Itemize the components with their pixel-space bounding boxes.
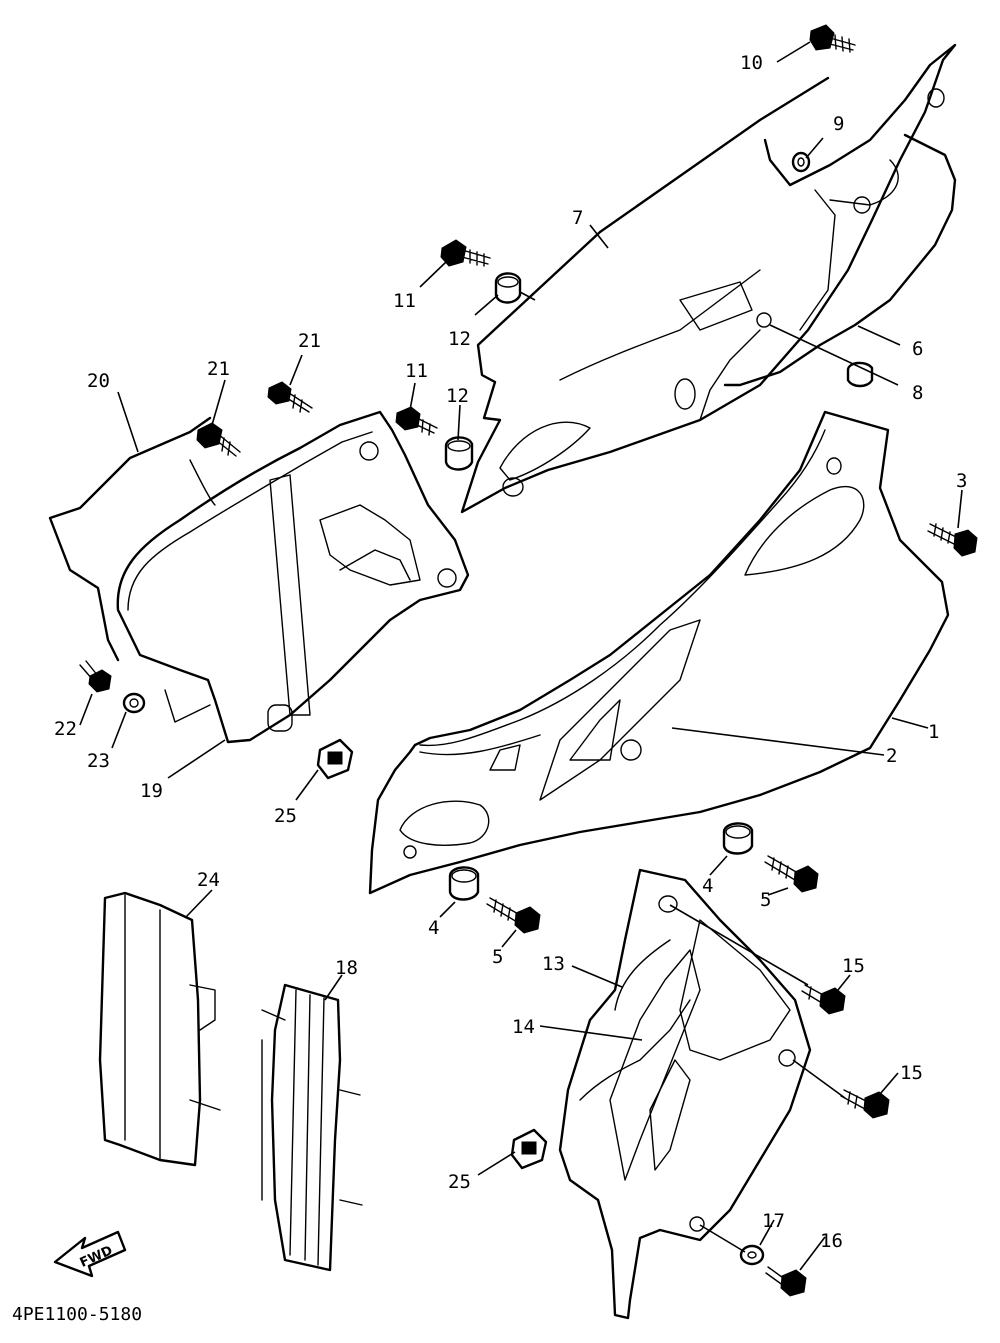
collar-part-9-icon (791, 151, 811, 173)
callout-25-upper: 25 (274, 805, 297, 827)
bolt-part-15-upper-icon (801, 984, 846, 1015)
callout-22: 22 (54, 718, 77, 740)
callout-9: 9 (833, 113, 844, 135)
graphic-part-14 (609, 949, 701, 1181)
callout-3: 3 (956, 470, 967, 492)
callout-2: 2 (886, 745, 897, 767)
bolt-part-5-right-icon (764, 855, 819, 893)
bolt-part-11-lower-icon (395, 406, 438, 436)
callout-1: 1 (928, 721, 939, 743)
bolt-part-5-left-icon (486, 897, 541, 934)
callout-18: 18 (335, 957, 358, 979)
bolt-part-3-icon (927, 523, 978, 557)
callout-10: 10 (740, 52, 763, 74)
callout-4-left: 4 (428, 917, 439, 939)
washer-part-23-icon (122, 692, 146, 714)
collar-part-12-lower-icon (444, 436, 474, 471)
figure-code: 4PE1100-5180 (12, 1304, 142, 1325)
nut-clip-part-25-upper-icon (316, 738, 354, 780)
hardware (79, 24, 978, 1297)
callout-13: 13 (542, 953, 565, 975)
radiator-guard-part-24 (98, 891, 221, 1167)
radiator-louver-part-18 (261, 983, 363, 1272)
bolt-part-22-icon (79, 660, 112, 693)
callout-5-right: 5 (760, 889, 771, 911)
callout-4-right: 4 (702, 875, 713, 897)
callout-23: 23 (87, 750, 110, 772)
callout-24: 24 (197, 869, 220, 891)
forward-direction-arrow-icon: FWD (53, 1230, 127, 1278)
callout-12-upper: 12 (448, 328, 471, 350)
side-cover-part-6 (723, 133, 957, 387)
bolt-part-16-icon (765, 1266, 807, 1297)
bolt-part-10-icon (809, 24, 856, 53)
collar-part-12-upper-icon (494, 272, 522, 304)
bolt-part-15-lower-icon (840, 1089, 890, 1119)
bolt-part-21-b-icon (267, 381, 313, 413)
callout-5-left: 5 (492, 946, 503, 968)
callout-11-upper: 11 (393, 290, 416, 312)
callout-19: 19 (140, 780, 163, 802)
callout-16: 16 (820, 1230, 843, 1252)
side-cover-upper-part-7 (460, 43, 957, 514)
callout-14: 14 (512, 1016, 535, 1038)
side-cover-part-13 (558, 868, 812, 1320)
collar-part-4-left-icon (448, 866, 480, 901)
collar-part-4-right-icon (722, 822, 754, 855)
callout-6: 6 (912, 338, 923, 360)
radiator-shroud-part-20 (48, 416, 216, 723)
leader-lines (79, 41, 963, 1271)
callout-12-lower: 12 (446, 385, 469, 407)
callout-8: 8 (912, 382, 923, 404)
radiator-shroud-part-19 (116, 410, 470, 744)
callout-21-a: 21 (207, 358, 230, 380)
bolt-part-21-a-icon (196, 422, 241, 457)
callout-17: 17 (762, 1210, 785, 1232)
callout-7: 7 (572, 207, 583, 229)
callout-11-lower: 11 (405, 360, 428, 382)
callout-15-upper: 15 (842, 955, 865, 977)
callout-21-b: 21 (298, 330, 321, 352)
callouts: 10 9 7 11 12 6 8 21 21 20 11 12 3 1 2 22… (54, 52, 967, 1252)
washer-part-17-icon (739, 1244, 765, 1266)
callout-15-lower: 15 (900, 1062, 923, 1084)
nut-clip-part-25-lower-icon (510, 1128, 548, 1170)
side-cover-part-1 (368, 410, 950, 895)
callout-25-lower: 25 (448, 1171, 471, 1193)
callout-20: 20 (87, 370, 110, 392)
bolt-part-11-upper-icon (440, 239, 491, 267)
